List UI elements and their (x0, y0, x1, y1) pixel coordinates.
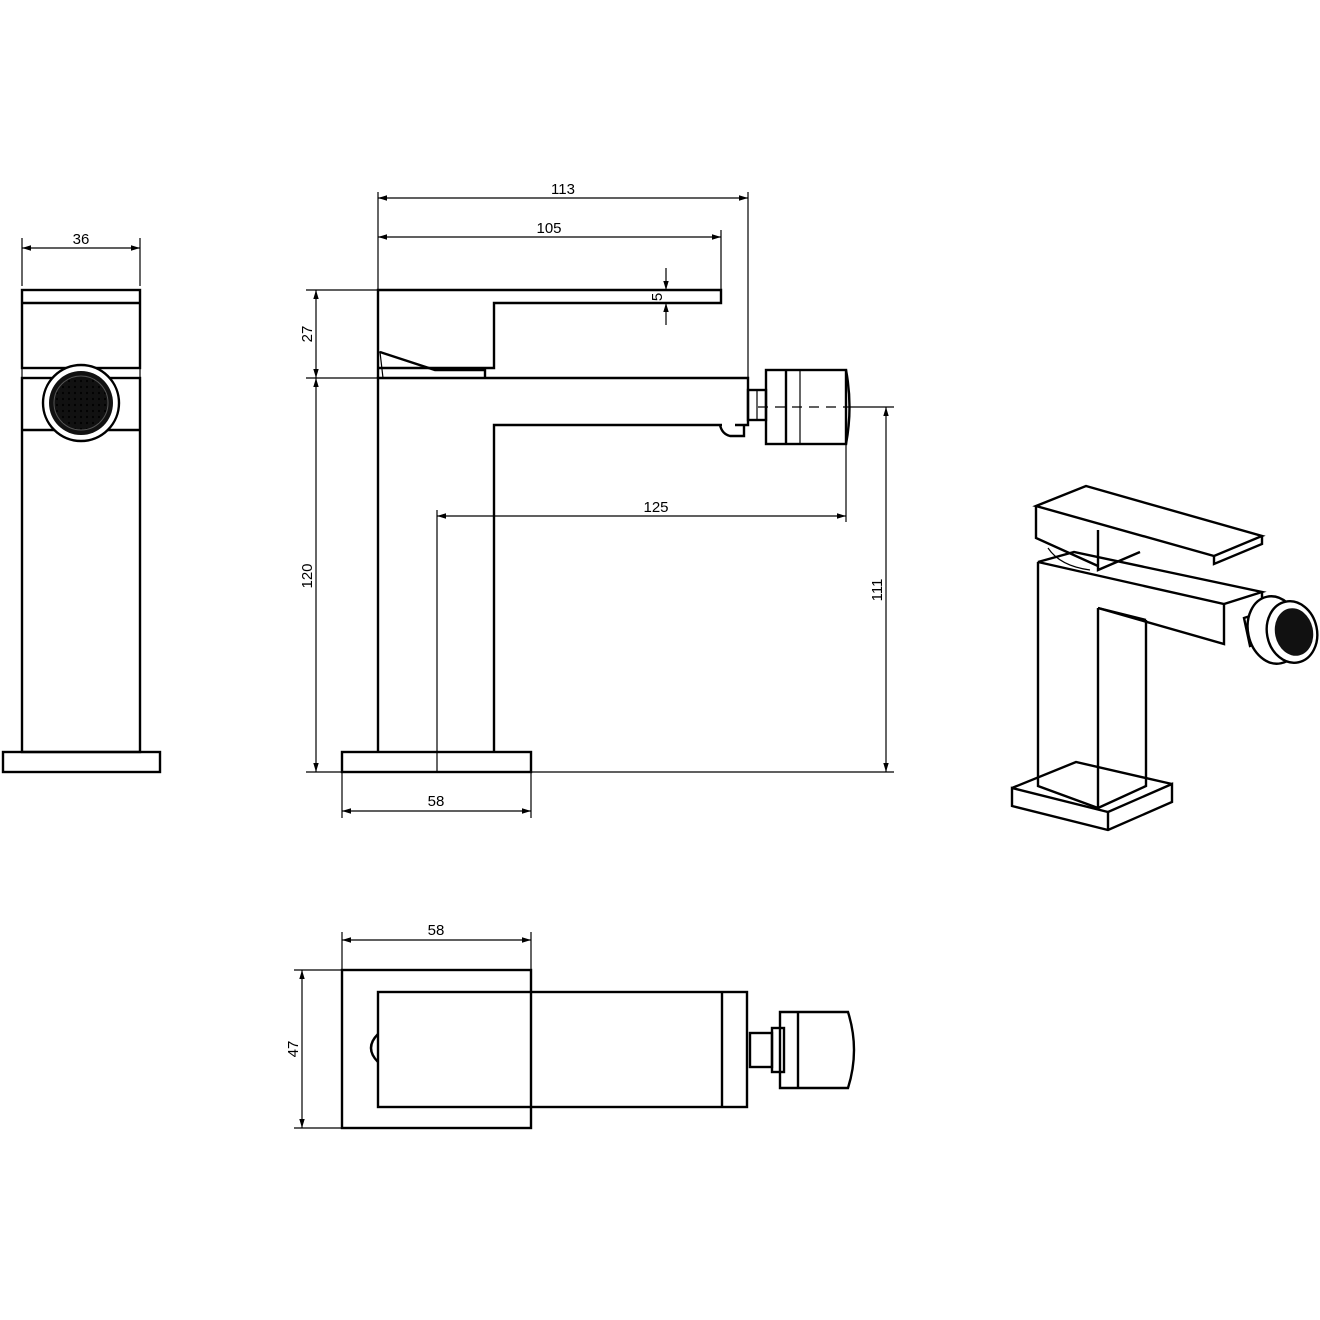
dim-label-side-width: 36 (73, 231, 90, 248)
dim-label-base-width-top: 58 (428, 922, 445, 939)
dim-label-body-height: 120 (299, 563, 316, 588)
dim-overall-length: 113 (377, 181, 749, 378)
top-spray-head-icon (778, 1010, 856, 1090)
dim-label-lever-thickness: 5 (649, 293, 666, 301)
front-view: 113 105 5 27 120 (299, 181, 894, 818)
dim-body-height: 120 (299, 378, 342, 773)
dim-lever-length: 105 (378, 220, 722, 290)
spray-nozzle-face-icon (41, 363, 121, 443)
dim-lever-thickness: 5 (649, 268, 669, 325)
dim-label-base-width-front: 58 (428, 793, 445, 810)
side-view: 36 (1, 231, 162, 774)
dim-base-width-front: 58 (341, 772, 532, 818)
isometric-view (1010, 484, 1319, 832)
dim-label-spray-height: 111 (869, 579, 886, 602)
top-view: 58 47 (285, 922, 856, 1130)
dim-lever-height: 27 (299, 289, 378, 379)
dim-label-base-depth-top: 47 (285, 1041, 302, 1058)
dim-label-lever-length: 105 (536, 220, 561, 237)
dim-side-width: 36 (21, 231, 141, 286)
dim-label-spray-reach: 125 (643, 499, 668, 516)
dim-base-depth-top: 47 (285, 969, 342, 1129)
dim-label-overall-length: 113 (551, 181, 575, 198)
iso-spray-head-icon (1242, 595, 1319, 665)
dim-spray-height: 111 (531, 406, 894, 773)
dim-spray-reach: 125 (436, 444, 847, 772)
dim-label-lever-height: 27 (299, 326, 316, 343)
dim-base-width-top: 58 (341, 922, 532, 970)
